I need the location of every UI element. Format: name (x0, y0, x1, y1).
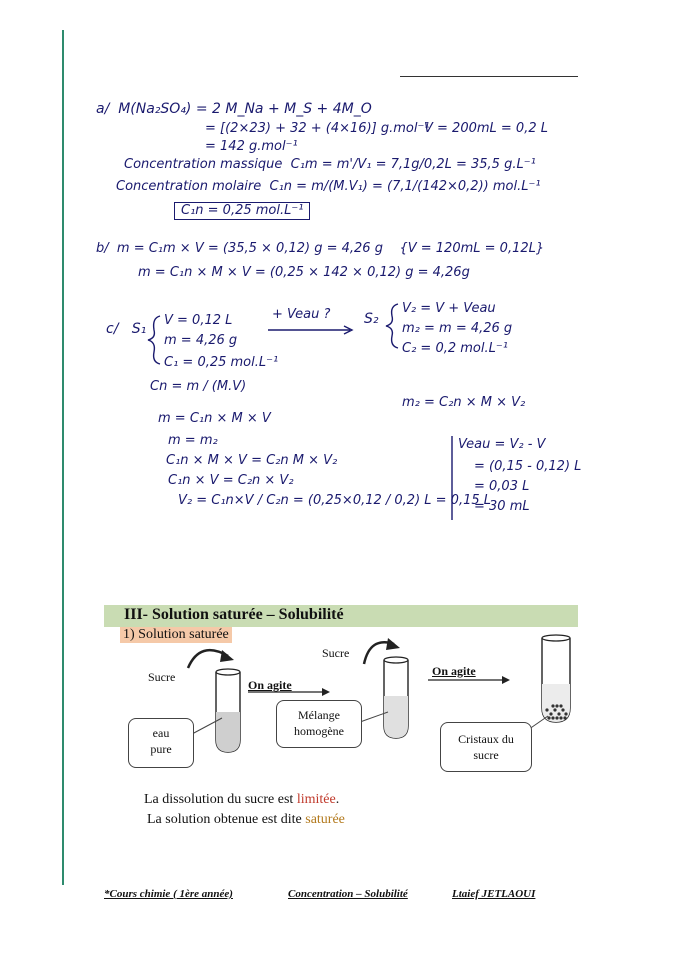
section-title: III- Solution saturée – Solubilité (124, 606, 344, 623)
footer-center: Concentration – Solubilité (288, 888, 408, 900)
s1-brace (147, 315, 161, 365)
hw-c-eq5: C₁n × V = C₂n × V₂ (168, 473, 294, 488)
footer-left: *Cours chimie ( 1ère année) (104, 888, 233, 900)
hw-c-s2-m: m₂ = m = 4,26 g (402, 321, 513, 336)
body-line-1-highlight: limitée (296, 792, 336, 807)
hw-c-eq-m2: m₂ = C₂n × M × V₂ (402, 395, 526, 410)
hw-c-eq6: V₂ = C₁n×V / C₂n = (0,25×0,12 / 0,2) L =… (178, 493, 492, 508)
sucre-1-arrowhead (220, 650, 234, 662)
footer-right: Ltaief JETLAOUI (452, 888, 536, 900)
hw-c-eq2: m = C₁n × M × V (158, 411, 271, 426)
body-line-1: La dissolution du sucre est limitée. (144, 792, 339, 808)
hw-c-veau2: = (0,15 - 0,12) L (474, 459, 582, 474)
hw-arrow-head (343, 325, 354, 335)
hw-c-eq1: Cn = m / (M.V) (150, 379, 247, 394)
hw-a-line4: = 142 g.mol⁻¹ (205, 139, 298, 154)
hw-a-line1: a/ M(Na₂SO₄) = 2 M_Na + M_S + 4M_O (96, 101, 372, 117)
hw-c-eq3: m = m₂ (168, 433, 218, 448)
hw-c-s1-c: C₁ = 0,25 mol.L⁻¹ (164, 355, 279, 370)
body-line-2-prefix: La solution obtenue est dite (147, 812, 306, 827)
hw-c-veau3: = 0,03 L (474, 479, 530, 494)
hw-c-s1-v: V = 0,12 L (164, 313, 233, 328)
s2-brace (385, 303, 399, 349)
tube-1-rim (215, 668, 241, 676)
on-agite-label-2: On agite (432, 664, 476, 678)
hw-c-s2-label: S₂ (364, 311, 379, 327)
tube-2-rim (383, 656, 409, 664)
hw-c-s2-c: C₂ = 0,2 mol.L⁻¹ (402, 341, 508, 356)
sucre-label-1: Sucre (148, 670, 176, 684)
sucre-2-arrowhead (386, 638, 400, 650)
callout-melange-line1: Mélange (298, 708, 340, 722)
callout-cristaux-line1: Cristaux du (458, 732, 514, 746)
sugar-crystals (545, 704, 568, 720)
tube-2-water (384, 696, 408, 738)
hw-c-eq4: C₁n × M × V = C₂n M × V₂ (166, 453, 338, 468)
box2-pointer (359, 711, 389, 723)
hw-b-line2: m = C₁n × M × V = (0,25 × 142 × 0,12) g … (138, 265, 470, 280)
body-line-2: La solution obtenue est dite saturée (147, 812, 345, 828)
callout-melange: Mélange homogène (276, 700, 362, 748)
callout-cristaux: Cristaux du sucre (440, 722, 532, 772)
body-line-2-highlight: saturée (305, 812, 345, 827)
hw-a-line2: = [(2×23) + 32 + (4×16)] g.mol⁻¹ (205, 121, 430, 136)
margin-line (62, 30, 64, 885)
body-line-1-suffix: . (335, 792, 340, 807)
hw-c-s2-v: V₂ = V + Veau (402, 301, 496, 316)
sucre-label-2: Sucre (322, 646, 350, 660)
hw-c-s1-m: m = 4,26 g (164, 333, 238, 348)
callout-eau-pure-line2: pure (150, 742, 172, 757)
hw-a-line5: Concentration massique C₁m = m'/V₁ = 7,1… (124, 157, 536, 172)
hw-c-veau4: = 30 mL (474, 499, 530, 514)
callout-eau-pure-line1: eau (152, 726, 170, 740)
section-bar (104, 605, 578, 627)
hw-a-line6: Concentration molaire C₁n = m/(M.V₁) = (… (116, 179, 541, 194)
box1-pointer (191, 717, 223, 735)
hw-b-line1: b/ m = C₁m × V = (35,5 × 0,12) g = 4,26 … (96, 241, 545, 256)
tube-3-rim (541, 634, 571, 642)
body-line-1-prefix: La dissolution du sucre est (144, 792, 297, 807)
agite-1-head (322, 688, 330, 696)
hw-c-arrow-label: + Veau ? (272, 307, 331, 322)
on-agite-label-1: On agite (248, 678, 292, 692)
hw-a-line7: C₁n = 0,25 mol.L⁻¹ (174, 202, 311, 221)
callout-melange-line2: homogène (294, 724, 344, 739)
callout-cristaux-line2: sucre (473, 748, 499, 763)
tube-3-water (542, 684, 570, 722)
callout-eau-pure: eau pure (128, 718, 194, 768)
hw-a-line3: V = 200mL = 0,2 L (424, 121, 548, 136)
hw-c-veau1: Veau = V₂ - V (458, 437, 546, 452)
agite-2-head (502, 676, 510, 684)
tube-1-water (216, 712, 240, 752)
top-rule (400, 76, 578, 77)
subsection-title: 1) Solution saturée (120, 627, 232, 643)
hw-c-s1-label: c/ S₁ (106, 321, 147, 337)
